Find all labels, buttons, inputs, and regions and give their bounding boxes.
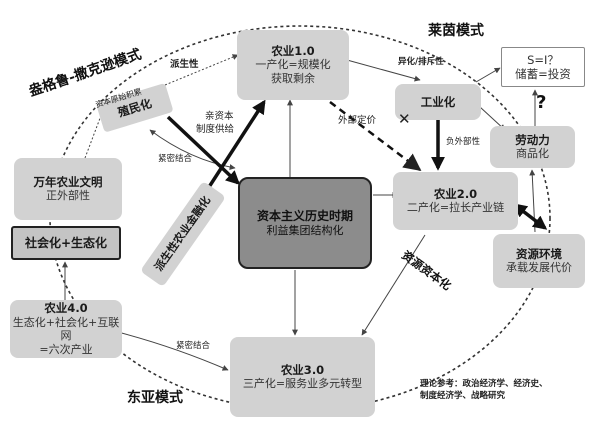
node-center-title: 资本主义历史时期 <box>256 208 353 223</box>
question-mark: ? <box>536 92 547 113</box>
node-industrialization: 工业化 <box>395 84 481 120</box>
node-civilization-line1: 正外部性 <box>46 189 90 203</box>
node-labor: 劳动力 商品化 <box>490 126 575 168</box>
node-civilization: 万年农业文明 正外部性 <box>14 158 122 220</box>
node-agri4: 农业4.0 生态化+社会化+互联网 =六次产业 <box>10 300 122 358</box>
model-title-rhineland: 莱茵模式 <box>428 23 484 39</box>
node-agri2-title: 农业2.0 <box>433 186 478 201</box>
node-resource-line1: 承载发展代价 <box>506 261 572 275</box>
label-alienation: 异化/排斥性 <box>398 57 444 67</box>
node-industrialization-title: 工业化 <box>420 94 456 109</box>
label-pro-capital: 亲资本 <box>205 111 234 122</box>
arrow-agri4-agri3-tight <box>109 328 229 371</box>
node-agri4-title: 农业4.0 <box>44 301 88 316</box>
node-agri1-line1: 一产化=规模化 <box>255 58 331 72</box>
node-savings-title: S=I？ <box>527 52 559 67</box>
arrow-resource-to-labor <box>529 169 536 233</box>
node-agri2-line1: 二产化=拉长产业链 <box>406 201 505 215</box>
arrow-agri1-to-agri2 <box>346 59 421 82</box>
node-resource-title: 资源环境 <box>516 246 562 261</box>
model-title-east-asia: 东亚模式 <box>127 390 183 406</box>
label-derivative: 派生性 <box>170 59 199 70</box>
arrow-civilization-up <box>84 104 106 159</box>
node-agri1: 农业1.0 一产化=规模化 获取剩余 <box>237 30 349 100</box>
node-agri1-line2: 获取剩余 <box>271 72 315 86</box>
label-tight-coupling-bottom: 紧密结合 <box>176 341 211 351</box>
node-agri4-line1: 生态化+社会化+互联网 <box>12 315 120 343</box>
node-agri3: 农业3.0 三产化=服务业多元转型 <box>230 337 375 417</box>
reference-line1: 理论参考：政治经济学、经济史、 <box>420 379 548 389</box>
node-labor-line1: 商品化 <box>516 147 549 161</box>
label-external-pricing: 外部定价 <box>338 115 377 126</box>
arrow-external-pricing <box>329 101 422 172</box>
node-agri1-title: 农业1.0 <box>271 44 315 59</box>
node-savings-line1: 储蓄=投资 <box>515 67 571 81</box>
node-labor-title: 劳动力 <box>515 132 550 147</box>
node-savings: S=I？ 储蓄=投资 <box>501 47 585 87</box>
node-agri4-line2: =六次产业 <box>39 343 93 357</box>
node-society-title: 社会化+生态化 <box>24 235 108 250</box>
label-institutional-supply: 制度供给 <box>196 124 235 135</box>
arrow-industrialization-to-savings <box>475 67 501 83</box>
label-negative-externality: 负外部性 <box>446 137 481 147</box>
label-tight-coupling-left: 紧密结合 <box>158 154 193 164</box>
reference-line2: 制度经济学、战略研究 <box>420 391 506 401</box>
node-agri3-title: 农业3.0 <box>280 362 325 377</box>
node-civilization-title: 万年农业文明 <box>33 174 103 189</box>
node-center-line1: 利益集团结构化 <box>266 223 344 237</box>
arrow-agri2-resource-link <box>512 203 548 230</box>
node-society: 社会化+生态化 <box>11 226 121 260</box>
node-agri2: 农业2.0 二产化=拉长产业链 <box>393 172 518 230</box>
node-center: 资本主义历史时期 利益集团结构化 <box>238 177 372 269</box>
arrow-agri2-to-agri3 <box>361 234 426 336</box>
node-agri3-line1: 三产化=服务业多元转型 <box>242 377 363 391</box>
x-mark-icon: ✕ <box>398 110 411 128</box>
arrow-colonization-to-agri1 <box>164 54 239 86</box>
node-resource: 资源环境 承载发展代价 <box>493 234 585 288</box>
